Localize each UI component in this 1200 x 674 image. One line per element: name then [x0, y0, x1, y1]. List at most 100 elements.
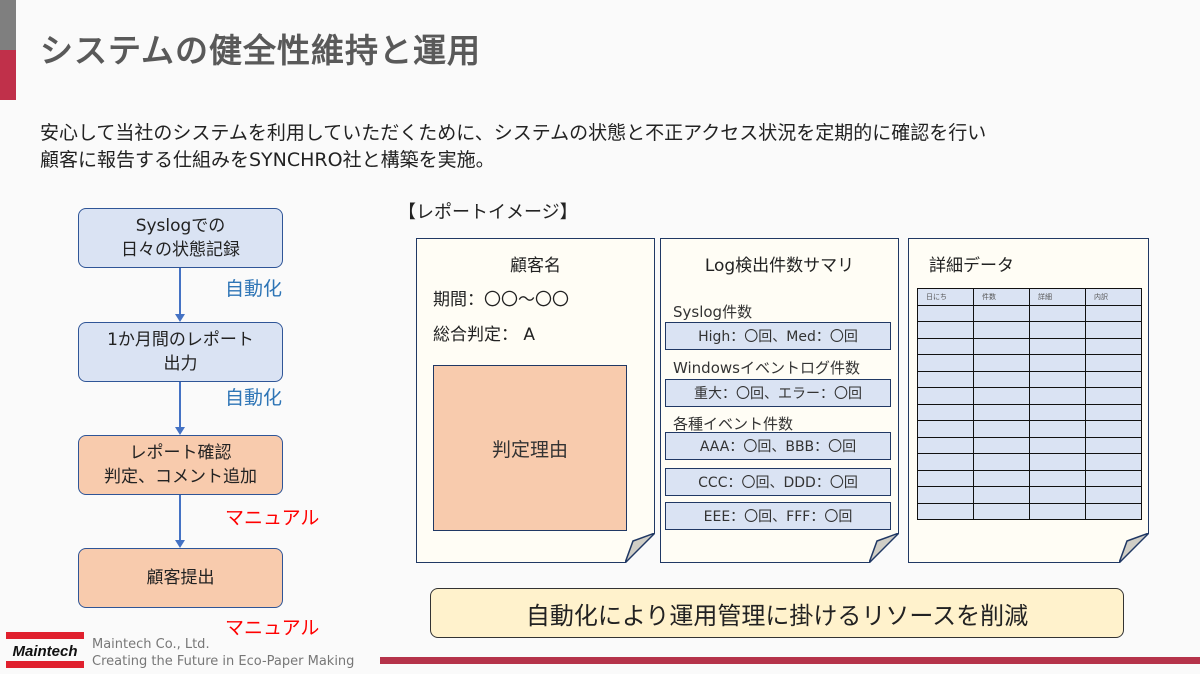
table-row — [918, 421, 1142, 438]
table-cell — [974, 305, 1030, 322]
step-line: 1か月間のレポート — [107, 330, 254, 350]
table-cell — [974, 454, 1030, 471]
table-cell — [1086, 487, 1142, 504]
table-cell — [918, 470, 974, 487]
table-cell — [974, 322, 1030, 339]
maintech-logo: Maintech — [6, 632, 84, 668]
event-row: EEE：〇回、FFF：〇回 — [665, 502, 891, 530]
table-cell — [1086, 404, 1142, 421]
table-cell — [1030, 454, 1086, 471]
report-page-summary: Log検出件数サマリ Syslog件数 High：〇回、Med：〇回 Windo… — [660, 238, 899, 563]
table-cell — [918, 404, 974, 421]
page-title: システムの健全性維持と運用 — [40, 31, 482, 70]
event-row: CCC：〇回、DDD：〇回 — [665, 468, 891, 496]
event-row: AAA：〇回、BBB：〇回 — [665, 432, 891, 460]
table-cell — [974, 421, 1030, 438]
events-label: 各種イベント件数 — [673, 415, 794, 433]
table-row — [918, 355, 1142, 372]
step-line: 判定、コメント追加 — [104, 467, 257, 487]
column-header: 詳細 — [1030, 289, 1086, 306]
summary-heading: Log検出件数サマリ — [704, 256, 855, 276]
intro-text: 安心して当社のシステムを利用していただくために、システムの状態と不正アクセス状況… — [40, 120, 1190, 174]
step-line: Syslogでの — [135, 216, 226, 236]
company-name: Maintech Co., Ltd. — [92, 637, 210, 652]
overall-judgement: 総合判定： A — [433, 325, 536, 345]
table-cell — [918, 305, 974, 322]
accent-bar-gray — [0, 0, 16, 50]
table-cell — [974, 355, 1030, 372]
tag-manual: マニュアル — [225, 507, 320, 529]
table-cell — [918, 454, 974, 471]
table-row — [918, 487, 1142, 504]
page-curl-icon — [625, 533, 655, 563]
table-cell — [1086, 437, 1142, 454]
step-line: 顧客提出 — [146, 568, 215, 588]
conclusion-banner: 自動化により運用管理に掛けるリソースを削減 — [430, 588, 1124, 638]
table-cell — [1086, 305, 1142, 322]
page-curl-icon — [869, 533, 899, 563]
column-header: 件数 — [974, 289, 1030, 306]
syslog-row: High：〇回、Med：〇回 — [665, 322, 891, 350]
table-row — [918, 305, 1142, 322]
table-cell — [1030, 305, 1086, 322]
page-curl-icon — [1119, 533, 1149, 563]
table-cell — [1086, 338, 1142, 355]
table-cell — [974, 338, 1030, 355]
flow-arrow — [175, 495, 185, 548]
flow-arrow — [175, 268, 185, 322]
table-row — [918, 503, 1142, 520]
table-cell — [918, 322, 974, 339]
flow-step-report-review: レポート確認判定、コメント追加 — [78, 435, 283, 495]
judgement-reason: 判定理由 — [433, 365, 627, 531]
table-cell — [974, 371, 1030, 388]
table-row — [918, 454, 1142, 471]
windows-label: Windowsイベントログ件数 — [673, 359, 860, 377]
step-line: レポート確認 — [129, 443, 232, 463]
table-cell — [918, 371, 974, 388]
table-cell — [918, 421, 974, 438]
report-image-title: 【レポートイメージ】 — [398, 202, 578, 223]
table-cell — [974, 487, 1030, 504]
table-cell — [1086, 355, 1142, 372]
svg-text:Maintech: Maintech — [12, 643, 77, 660]
company-slogan: Creating the Future in Eco-Paper Making — [92, 654, 355, 669]
table-cell — [1030, 322, 1086, 339]
customer-name: 顧客名 — [510, 256, 561, 276]
table-cell — [918, 388, 974, 405]
step-line: 出力 — [163, 354, 198, 374]
table-cell — [1030, 355, 1086, 372]
table-row — [918, 388, 1142, 405]
windows-row: 重大：〇回、エラー：〇回 — [665, 379, 891, 407]
flow-step-submit: 顧客提出 — [78, 548, 283, 608]
flow-step-syslog: Syslogでの日々の状態記録 — [78, 208, 283, 268]
tag-auto: 自動化 — [225, 278, 283, 300]
table-cell — [1030, 503, 1086, 520]
flow-step-report-output: 1か月間のレポート出力 — [78, 322, 283, 382]
table-cell — [918, 503, 974, 520]
accent-bar-red — [0, 50, 16, 100]
period: 期間：〇〇～〇〇 — [433, 290, 569, 310]
table-cell — [918, 487, 974, 504]
table-row — [918, 338, 1142, 355]
column-header: 内訳 — [1086, 289, 1142, 306]
table-cell — [974, 470, 1030, 487]
footer-line — [380, 657, 1200, 664]
table-cell — [1086, 322, 1142, 339]
syslog-label: Syslog件数 — [673, 303, 753, 321]
table-row — [918, 470, 1142, 487]
table-cell — [1030, 437, 1086, 454]
table-cell — [974, 437, 1030, 454]
table-cell — [1030, 371, 1086, 388]
flow-arrow — [175, 382, 185, 435]
table-cell — [1030, 470, 1086, 487]
intro-line: 顧客に報告する仕組みをSYNCHRO社と構築を実施。 — [40, 149, 495, 171]
table-cell — [1030, 338, 1086, 355]
table-header-row: 日にち 件数 詳細 内訳 — [918, 289, 1142, 306]
table-cell — [1086, 421, 1142, 438]
table-cell — [918, 437, 974, 454]
table-row — [918, 437, 1142, 454]
report-page-details: 詳細データ 日にち 件数 詳細 内訳 — [908, 238, 1149, 563]
table-row — [918, 404, 1142, 421]
intro-line: 安心して当社のシステムを利用していただくために、システムの状態と不正アクセス状況… — [40, 122, 987, 144]
table-cell — [918, 338, 974, 355]
